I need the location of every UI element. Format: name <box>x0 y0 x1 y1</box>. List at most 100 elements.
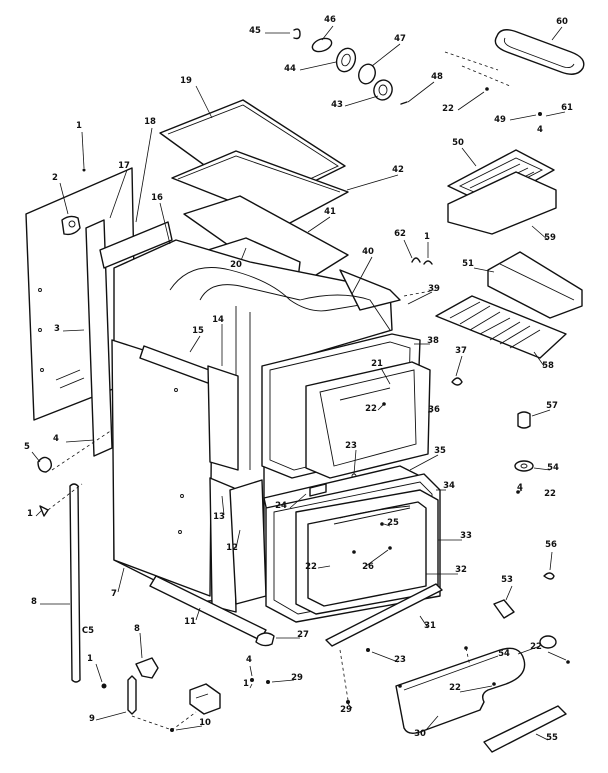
bottom-strips <box>255 583 443 709</box>
callout-39: 39 <box>428 284 440 294</box>
callout-22b: 22 <box>365 404 377 414</box>
callout-1e: 1 <box>243 679 249 689</box>
broil-burner-60 <box>444 26 585 121</box>
strip-13 <box>209 477 237 613</box>
callout-4c: 4 <box>517 483 523 493</box>
callout-40: 40 <box>362 247 374 257</box>
part-2 <box>61 215 81 236</box>
callout-46: 46 <box>324 15 336 25</box>
screw-1 <box>39 505 49 517</box>
liner-32 <box>307 501 427 607</box>
callout-48: 48 <box>431 72 443 82</box>
washer-54a <box>514 460 534 472</box>
callout-13: 13 <box>213 512 225 522</box>
callout-9: 9 <box>89 714 95 724</box>
front-panel-group <box>111 324 267 641</box>
callout-8a: 8 <box>31 597 37 607</box>
callout-16: 16 <box>151 193 163 203</box>
bottom-left-parts <box>95 632 295 732</box>
callout-57: 57 <box>546 401 558 411</box>
callout-29b: 29 <box>340 705 352 715</box>
bar-55 <box>483 705 567 753</box>
callout-1a: 1 <box>76 121 82 131</box>
callout-43: 43 <box>331 100 343 110</box>
callout-49: 49 <box>494 115 506 125</box>
callout-22c: 22 <box>544 489 556 499</box>
callout-14: 14 <box>212 315 224 325</box>
callout-51: 51 <box>462 259 474 269</box>
part-10 <box>189 683 221 715</box>
callout-62: 62 <box>394 229 406 239</box>
callout-30: 30 <box>414 729 426 739</box>
strip-14 <box>207 365 239 471</box>
callout-23b: 23 <box>394 655 406 665</box>
callout-54b: 54 <box>498 649 510 659</box>
callout-47: 47 <box>394 34 406 44</box>
panel-17 <box>85 219 113 457</box>
callout-60: 60 <box>556 17 568 27</box>
callout-50: 50 <box>452 138 464 148</box>
callout-24: 24 <box>275 501 287 511</box>
callout-22e: 22 <box>530 642 542 652</box>
right-side-parts <box>403 147 583 664</box>
callout-1d: 1 <box>87 654 93 664</box>
callout-23a: 23 <box>345 441 357 451</box>
part-43 <box>373 79 393 101</box>
callout-1c: 1 <box>27 509 33 519</box>
callout-5: 5 <box>24 442 30 452</box>
callout-54a: 54 <box>547 463 559 473</box>
part-47 <box>358 63 376 85</box>
upper-oven <box>261 256 433 479</box>
washer-54b <box>539 635 557 649</box>
callout-32: 32 <box>455 565 467 575</box>
callout-4b: 4 <box>53 434 59 444</box>
callout-22f: 22 <box>449 683 461 693</box>
lower-oven <box>263 454 462 623</box>
callout-25: 25 <box>387 518 399 528</box>
callout-55: 55 <box>546 733 558 743</box>
callout-29a: 29 <box>291 673 303 683</box>
strip-31 <box>325 583 443 647</box>
bracket-8 <box>135 657 159 679</box>
broiler-pan-59 <box>447 171 557 235</box>
callout-41: 41 <box>324 207 336 217</box>
part-62 <box>411 257 421 263</box>
callout-22a: 22 <box>442 104 454 114</box>
part-5 <box>37 456 53 473</box>
part-9 <box>127 675 137 715</box>
callout-44: 44 <box>284 64 296 74</box>
callout-17: 17 <box>118 161 130 171</box>
callout-35: 35 <box>434 446 446 456</box>
callout-38a: 38 <box>427 336 439 346</box>
callout-42: 42 <box>392 165 404 175</box>
callout-20: 20 <box>230 260 242 270</box>
callout-2: 2 <box>52 173 58 183</box>
panel-18 <box>99 221 173 269</box>
callout-53: 53 <box>501 575 513 585</box>
callout-34: 34 <box>443 481 455 491</box>
callout-21: 21 <box>371 359 383 369</box>
callout-61: 61 <box>561 103 573 113</box>
part-24 <box>309 483 327 497</box>
callout-19: 19 <box>180 76 192 86</box>
left-bar-8 <box>31 429 113 683</box>
callout-58: 58 <box>542 361 554 371</box>
callout-33: 33 <box>460 531 472 541</box>
bracket-51 <box>487 251 583 319</box>
part-48 <box>400 101 408 105</box>
callout-11: 11 <box>184 617 196 627</box>
callout-C5: C5 <box>82 626 94 636</box>
callout-18: 18 <box>144 117 156 127</box>
callout-10: 10 <box>199 718 211 728</box>
screw-1d <box>101 683 107 689</box>
callout-12: 12 <box>226 543 238 553</box>
callout-7: 7 <box>111 589 117 599</box>
panel-12 <box>229 479 267 605</box>
callout-27: 27 <box>297 630 309 640</box>
callout-36: 36 <box>428 405 440 415</box>
callout-4d: 4 <box>246 655 252 665</box>
part-46 <box>311 37 333 53</box>
bake-element-30 <box>395 646 526 735</box>
